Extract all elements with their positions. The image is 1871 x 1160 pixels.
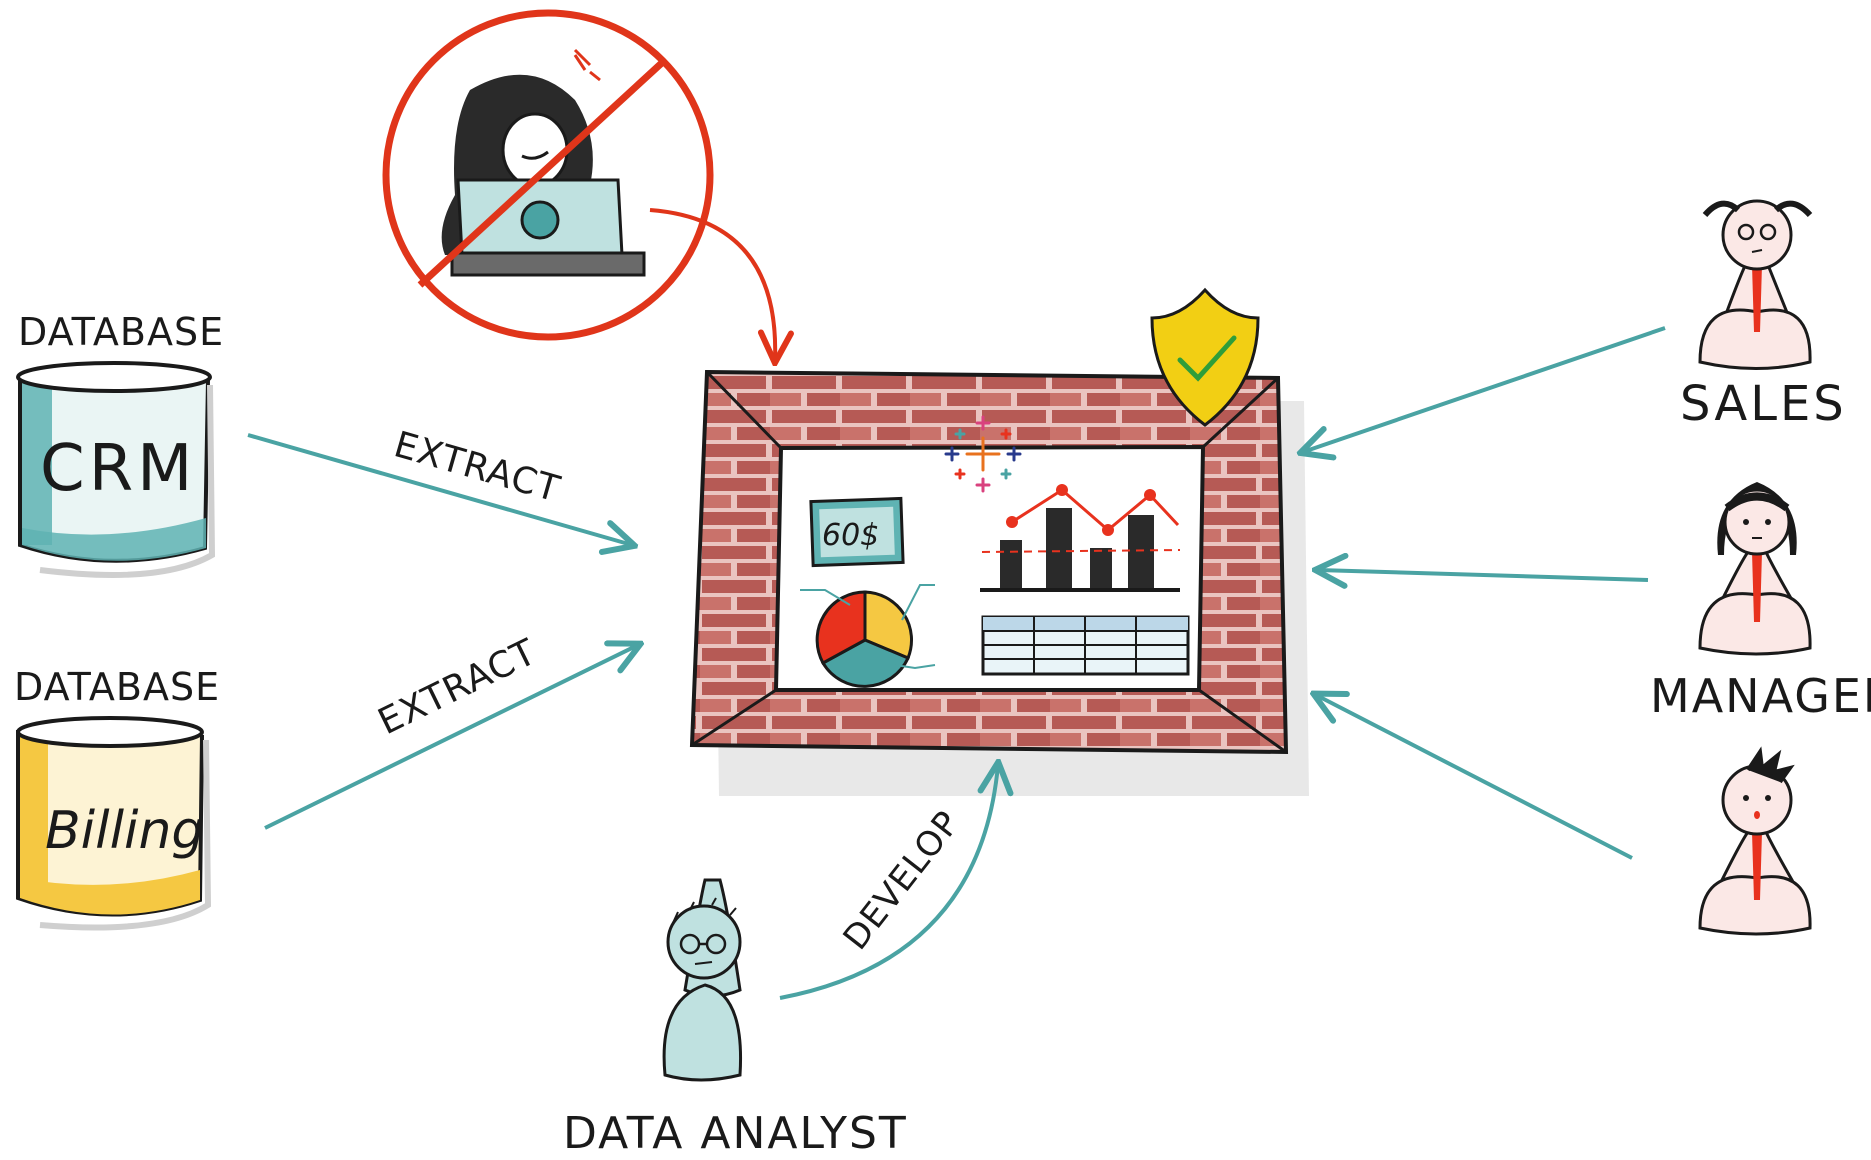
extract-label-bottom: EXTRACT	[372, 632, 543, 744]
develop-label: DEVELOP	[836, 803, 969, 957]
hacker-at-laptop-icon	[441, 48, 646, 277]
hacker-blocked	[382, 9, 775, 360]
hacker-blocked-arrow	[649, 208, 775, 360]
kpi-card: 60$	[809, 496, 905, 568]
pie-chart-icon	[800, 584, 936, 688]
role-viewer	[1316, 695, 1812, 936]
viewer-person-icon	[1698, 746, 1812, 936]
role-sales: SALES	[1303, 199, 1847, 452]
kpi-value: 60$	[822, 518, 879, 553]
role-manager: MANAGER	[1318, 482, 1871, 723]
manager-person-icon	[1698, 482, 1812, 656]
manager-label: MANAGER	[1650, 669, 1871, 723]
database-billing-heading: DATABASE	[14, 665, 220, 709]
prohibited-sign-icon	[382, 9, 714, 341]
database-crm: DATABASE CRM	[16, 310, 224, 578]
extract-arrow-bottom: EXTRACT	[264, 632, 638, 830]
tableau-logo-icon	[944, 415, 1022, 493]
database-crm-heading: DATABASE	[18, 310, 224, 354]
data-analyst-label: DATA ANALYST	[563, 1108, 908, 1159]
data-analyst: DATA ANALYST DEVELOP	[563, 765, 998, 1159]
database-crm-name: CRM	[40, 432, 196, 506]
bar-line-chart-icon	[980, 484, 1181, 592]
manager-view-arrow	[1318, 570, 1649, 580]
database-billing-name: Billing	[45, 801, 204, 861]
sales-view-arrow	[1303, 326, 1666, 452]
extract-arrow-top: EXTRACT	[247, 424, 632, 545]
secured-dashboard: 60$	[689, 287, 1309, 796]
security-shield-check-icon	[1150, 287, 1260, 427]
database-billing: DATABASE Billing	[14, 665, 220, 931]
develop-arrow	[779, 765, 998, 1000]
sales-label: SALES	[1680, 376, 1847, 432]
extract-label-top: EXTRACT	[390, 424, 565, 510]
viewer-view-arrow	[1316, 695, 1633, 860]
sales-person-icon	[1698, 199, 1813, 370]
table-icon	[981, 615, 1190, 676]
data-analyst-figure-icon	[662, 878, 743, 1082]
